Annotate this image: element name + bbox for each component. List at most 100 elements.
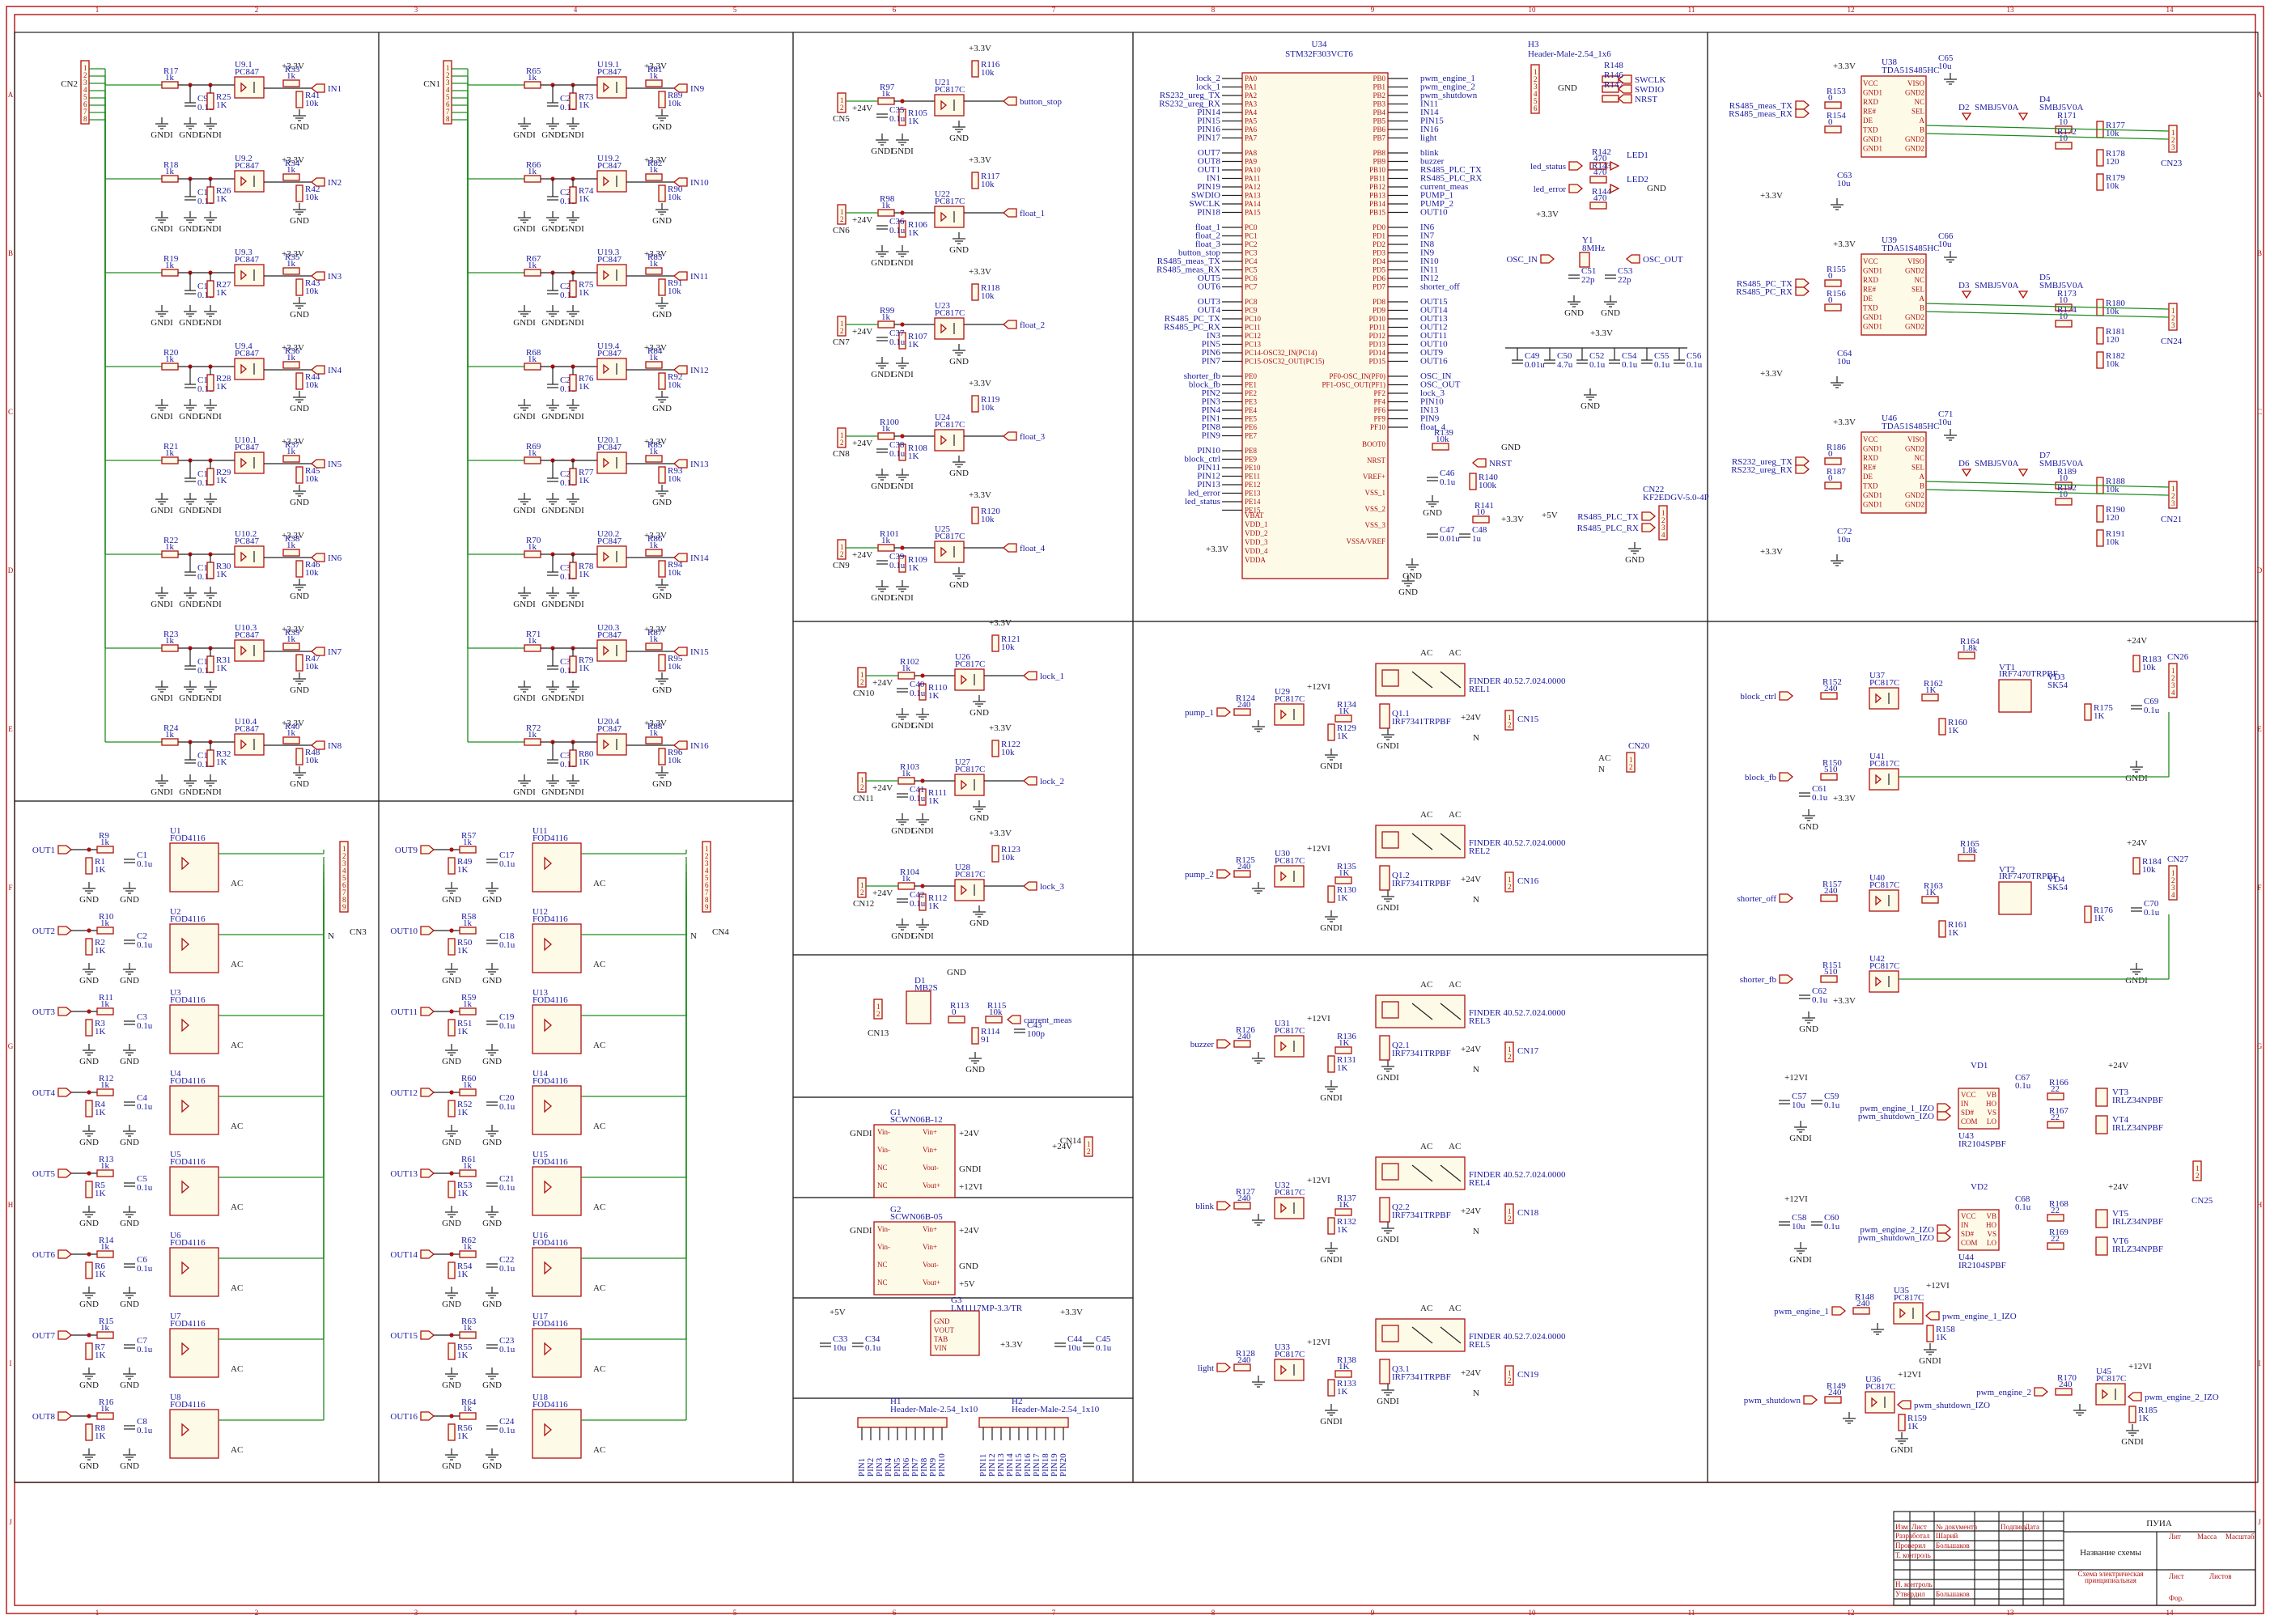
relay-contact [1411, 671, 1433, 689]
mcu-net: OUT7 [1198, 148, 1221, 158]
led-ref: LED1 [1627, 151, 1648, 160]
net-label: IN13 [690, 460, 709, 469]
mcu-net: buzzer [1420, 157, 1445, 167]
opto-ref: U9.2 [235, 154, 252, 163]
mcu-net: PIN3 [1202, 397, 1221, 407]
mcu-pin: PB14 [1369, 200, 1386, 208]
resistor-ref: R41 [305, 91, 320, 100]
resistor-value: 10k [2106, 181, 2119, 191]
mcu-net: OUT5 [1198, 273, 1221, 283]
ground-label: GNDI [2125, 774, 2148, 783]
triac-optocoupler [169, 842, 219, 893]
supply-label: +24V [872, 678, 893, 688]
module-pin: Vin- [877, 1128, 890, 1136]
neutral-label: N [1473, 1227, 1479, 1236]
transceiver-pin: B [1920, 482, 1924, 490]
ground-label: GNDI [911, 826, 934, 836]
ground-label: GNDI [541, 693, 564, 703]
resistor-value: 1k [649, 541, 659, 550]
capacitor-ref: C52 [1589, 351, 1604, 361]
resistor-ref: R177 [2106, 121, 2125, 130]
resistor-value: 10k [305, 756, 319, 765]
transceiver-ref: U39 [1882, 235, 1897, 245]
mcu-pin: PB13 [1369, 192, 1386, 200]
resistor [161, 738, 179, 746]
net-label: pump_1 [1185, 708, 1214, 718]
scheme-type: принципиальная [2085, 1576, 2136, 1584]
optocoupler [1274, 703, 1305, 726]
connector-pin: 5 [1534, 97, 1538, 105]
resistor [971, 172, 979, 189]
diode-part: SMBJ5V0A [2039, 281, 2083, 290]
mcu-pin: PB1 [1373, 83, 1385, 91]
resistor-ref: R152 [1822, 677, 1842, 687]
ac-label: AC [231, 1041, 243, 1050]
capacitor-value: 0.1u [499, 1183, 516, 1193]
net-label: IN6 [328, 553, 342, 563]
mcu-net: RS485_PC_TX [1165, 314, 1220, 324]
opto-ref: U19.3 [597, 248, 620, 257]
mcu-pin: PC11 [1245, 324, 1261, 332]
resistor-value: 1K [1337, 1225, 1348, 1235]
connector-ref: CN11 [853, 794, 874, 804]
resistor-ref: R110 [928, 683, 948, 693]
vcc-label: +3.3V [1206, 545, 1228, 554]
net-label: pwm_engine_1_IZO [1860, 1104, 1934, 1113]
mcu-pin: PA0 [1245, 74, 1258, 83]
ac-label: AC [593, 1202, 605, 1212]
port-flag [2034, 1387, 2049, 1397]
vcc-label: +3.3V [969, 490, 991, 500]
header-pin-label: PIN20 [1059, 1453, 1068, 1477]
ground-label: GND [652, 404, 672, 413]
mosfet-part: IRF7470TRPBF [1999, 871, 2058, 881]
ground-label: GND [120, 976, 139, 986]
module-pin: Vin+ [923, 1128, 937, 1136]
resistor-value: 10k [2142, 663, 2156, 672]
grid-column-label: 5 [733, 6, 737, 14]
transceiver-pin: GND1 [1863, 501, 1882, 509]
output-triac-blocks: 123456789CN3NOUT1R91kR11KC10.1uU1FOD4116… [32, 826, 729, 1471]
mcu-pin: PD8 [1373, 298, 1386, 306]
mcu-net: OUT3 [1198, 297, 1221, 307]
diode-part: SK54 [2047, 681, 2068, 690]
grid-row-label: A [8, 91, 14, 99]
ground-label: GND [79, 1300, 99, 1309]
resistor [658, 372, 666, 390]
relay-contact [1411, 1164, 1433, 1182]
resistor-value: 10k [981, 68, 995, 78]
mcu-net: OUT15 [1420, 297, 1448, 307]
opto-part: PC817C [935, 197, 965, 206]
power-mosfet [1998, 881, 2032, 915]
resistor-value: 1K [95, 1108, 106, 1117]
mosfet-ref: VT4 [2112, 1115, 2129, 1125]
ac-label: AC [231, 1364, 243, 1374]
opto-part: PC847 [235, 67, 259, 77]
opto-part: PC817C [935, 532, 965, 541]
ground-label: GND [290, 685, 309, 695]
opto-part: PC817C [955, 659, 985, 669]
ground-label: GNDI [891, 826, 914, 836]
capacitor-ref: C18 [499, 931, 515, 941]
resistor-value: 1K [216, 570, 227, 579]
grid-column-label: 1 [95, 6, 100, 14]
net-label: pwm_engine_1 [1774, 1307, 1829, 1317]
connector-pin: 1 [840, 208, 844, 216]
ground-label: GND [949, 469, 969, 478]
opto-led [240, 269, 248, 281]
ac-label: AC [231, 1202, 243, 1212]
mcu-net: blink [1420, 148, 1439, 158]
resistor [991, 740, 999, 757]
resistor-ref: R17 [163, 66, 179, 76]
resistor [971, 395, 979, 413]
optocoupler [1274, 1197, 1305, 1219]
connector [2168, 865, 2178, 901]
resistor [96, 926, 114, 935]
opto-part: PC817C [955, 870, 985, 880]
resistor [569, 280, 577, 298]
resistor [897, 882, 915, 890]
connector-pin: 2 [2171, 674, 2175, 682]
port-flag [1803, 1395, 1818, 1405]
port-flag [57, 1168, 73, 1178]
transceiver-pin: GND2 [1905, 135, 1924, 143]
mcu-net: float_1 [1195, 223, 1220, 232]
